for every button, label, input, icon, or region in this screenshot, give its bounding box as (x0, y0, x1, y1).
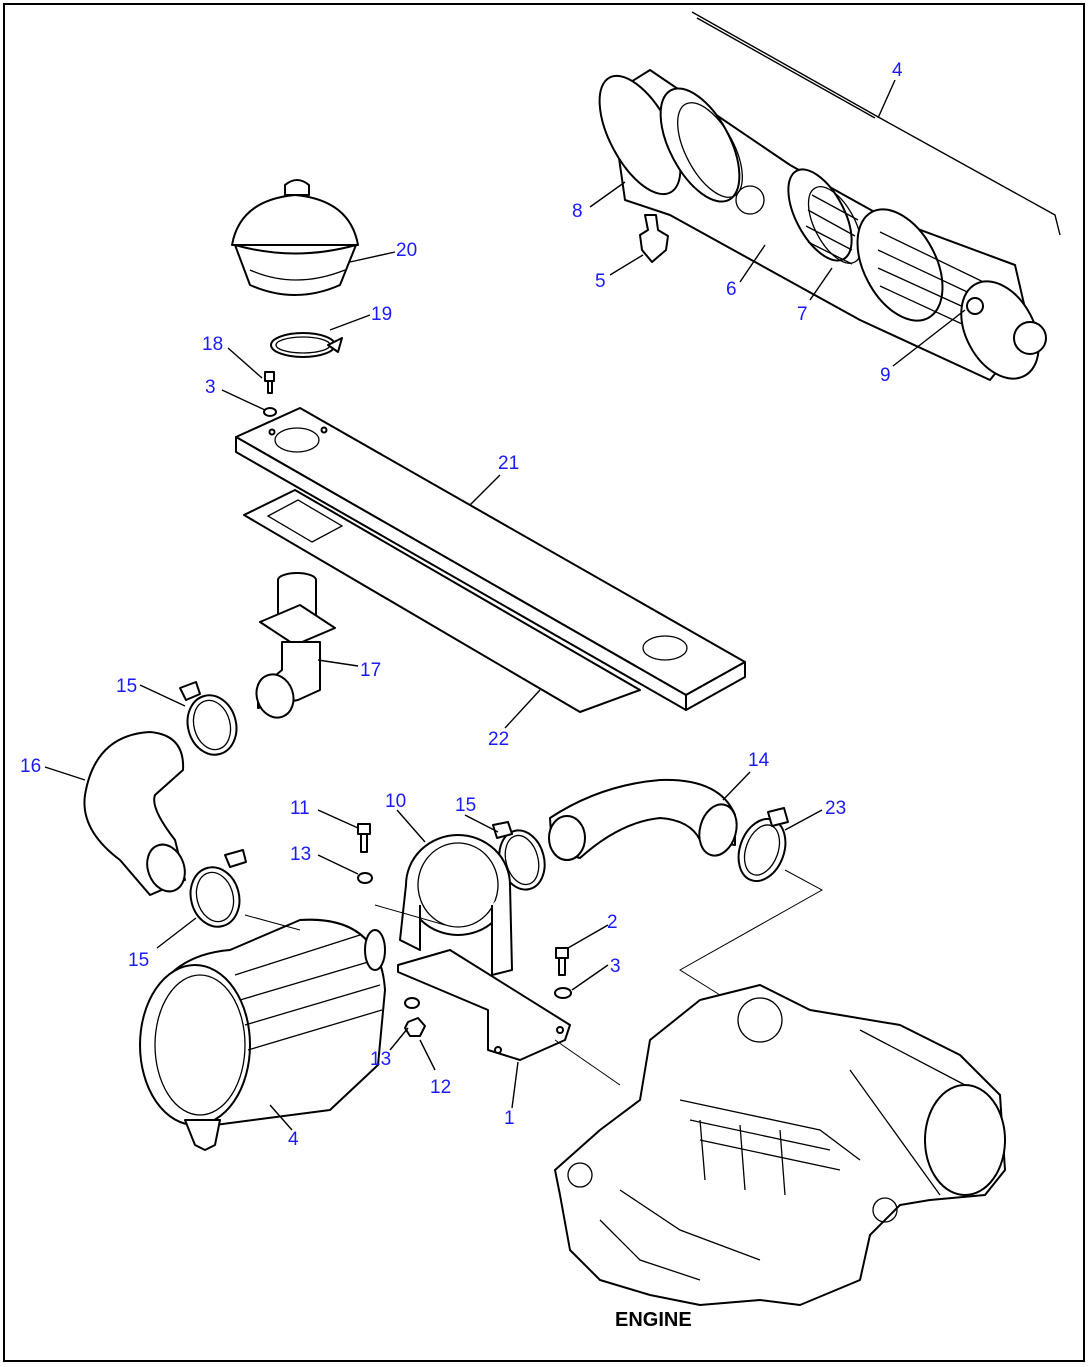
callout-3-top: 3 (205, 377, 216, 398)
hose-right (548, 778, 738, 861)
callout-5: 5 (595, 271, 606, 292)
elbow-pipe (255, 572, 336, 719)
callout-8: 8 (572, 201, 583, 222)
callout-4-bottom: 4 (288, 1129, 299, 1150)
callout-18: 18 (202, 334, 223, 355)
callouts: 4 8 5 6 7 9 20 19 18 3 21 17 22 15 16 14… (20, 60, 903, 1150)
callout-13-a: 13 (290, 844, 311, 865)
engine (554, 984, 1006, 1306)
callout-12: 12 (430, 1077, 451, 1098)
fasteners (357, 823, 572, 1037)
bolt-washer-top (263, 371, 277, 417)
air-cleaner-exploded (598, 69, 1047, 381)
callout-1: 1 (504, 1108, 515, 1129)
callout-2: 2 (607, 912, 618, 933)
hose-left (83, 731, 186, 896)
callout-22: 22 (488, 729, 509, 750)
callout-17: 17 (360, 660, 381, 681)
mounting-plate (235, 407, 746, 713)
engine-caption: ENGINE (615, 1309, 692, 1331)
callout-4-top: 4 (892, 60, 903, 81)
panel-edge (691, 11, 1061, 236)
callout-3-bottom: 3 (610, 956, 621, 977)
callout-14: 14 (748, 750, 770, 771)
callout-23: 23 (825, 798, 846, 819)
pre-cleaner (231, 179, 359, 358)
assembly-lines (244, 869, 824, 1086)
callout-15-c: 15 (128, 950, 149, 971)
air-cleaner-assembled (139, 918, 386, 1151)
callout-6: 6 (726, 279, 737, 300)
callout-15-a: 15 (116, 676, 137, 697)
callout-7: 7 (797, 304, 808, 325)
leader-lines (44, 79, 966, 1131)
callout-20: 20 (396, 240, 417, 261)
callout-10: 10 (385, 791, 406, 812)
callout-16: 16 (20, 756, 41, 777)
callout-21: 21 (498, 453, 519, 474)
bracket (397, 834, 571, 1061)
callout-11: 11 (290, 798, 310, 819)
callout-9: 9 (880, 365, 891, 386)
callout-13-b: 13 (370, 1049, 391, 1070)
callout-19: 19 (371, 304, 392, 325)
callout-15-b: 15 (455, 795, 476, 816)
